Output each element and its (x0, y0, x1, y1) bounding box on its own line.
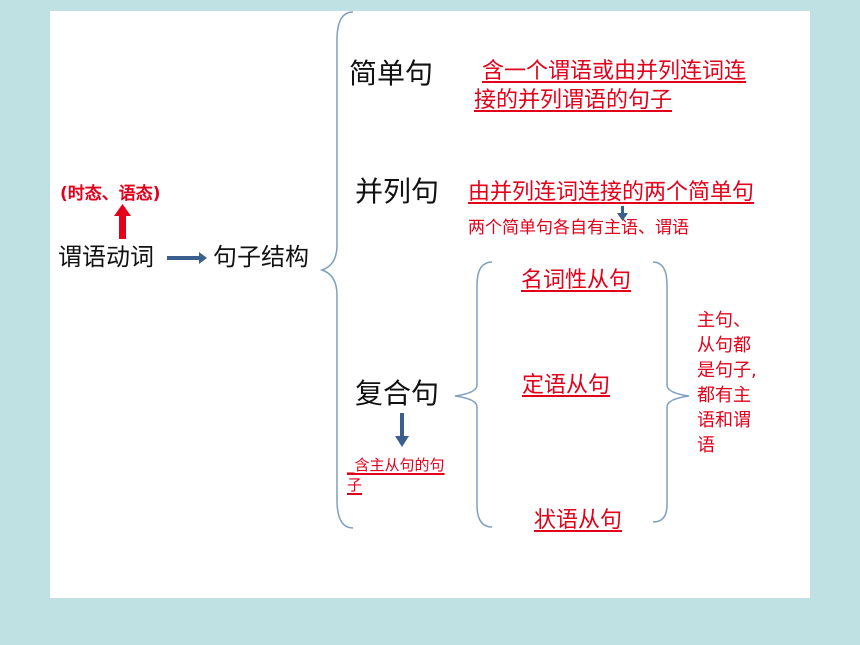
complex-sentence-label: 复合句 (355, 377, 440, 410)
complex-note-line2: 子 (347, 476, 363, 494)
small-down-arrow-icon (617, 206, 628, 221)
simple-sentence-desc-line1: 含一个谓语或由并列连词连 (482, 59, 747, 84)
clause-brace (454, 261, 493, 528)
side-note-line: 语 (697, 435, 715, 456)
tense-voice-label: (时态、语态) (60, 184, 161, 204)
attributive-clause-label: 定语从句 (522, 373, 611, 398)
side-note-line: 是句子, (697, 360, 757, 381)
compound-sentence-note: 两个简单句各自有主语、谓语 (468, 218, 689, 238)
up-arrow-icon (114, 204, 131, 239)
side-note-line: 语和谓 (697, 410, 751, 431)
side-note-line: 从句都 (697, 335, 751, 356)
simple-sentence-desc-line2: 接的并列谓语的句子 (474, 88, 673, 113)
complex-sentence-note: _含主从句的句 子 (347, 455, 445, 495)
compound-sentence-label: 并列句 (355, 175, 440, 208)
predicate-verb-label: 谓语动词 (58, 243, 154, 271)
complex-note-line1: _含主从句的句 (347, 456, 445, 474)
clause-side-note: 主句、 从句都 是句子, 都有主 语和谓 语 (697, 308, 757, 458)
slide (50, 11, 810, 598)
side-note-line: 都有主 (697, 385, 751, 406)
noun-clause-label: 名词性从句 (521, 268, 632, 293)
main-brace (319, 11, 354, 529)
down-arrow-icon (395, 413, 409, 447)
right-brace (652, 261, 690, 523)
side-note-line: 主句、 (697, 310, 751, 331)
sentence-structure-label: 句子结构 (213, 243, 309, 271)
adverbial-clause-label: 状语从句 (534, 508, 623, 533)
simple-sentence-label: 简单句 (349, 57, 434, 90)
right-arrow-icon (167, 252, 207, 264)
compound-sentence-desc: 由并列连词连接的两个简单句 (468, 180, 755, 205)
